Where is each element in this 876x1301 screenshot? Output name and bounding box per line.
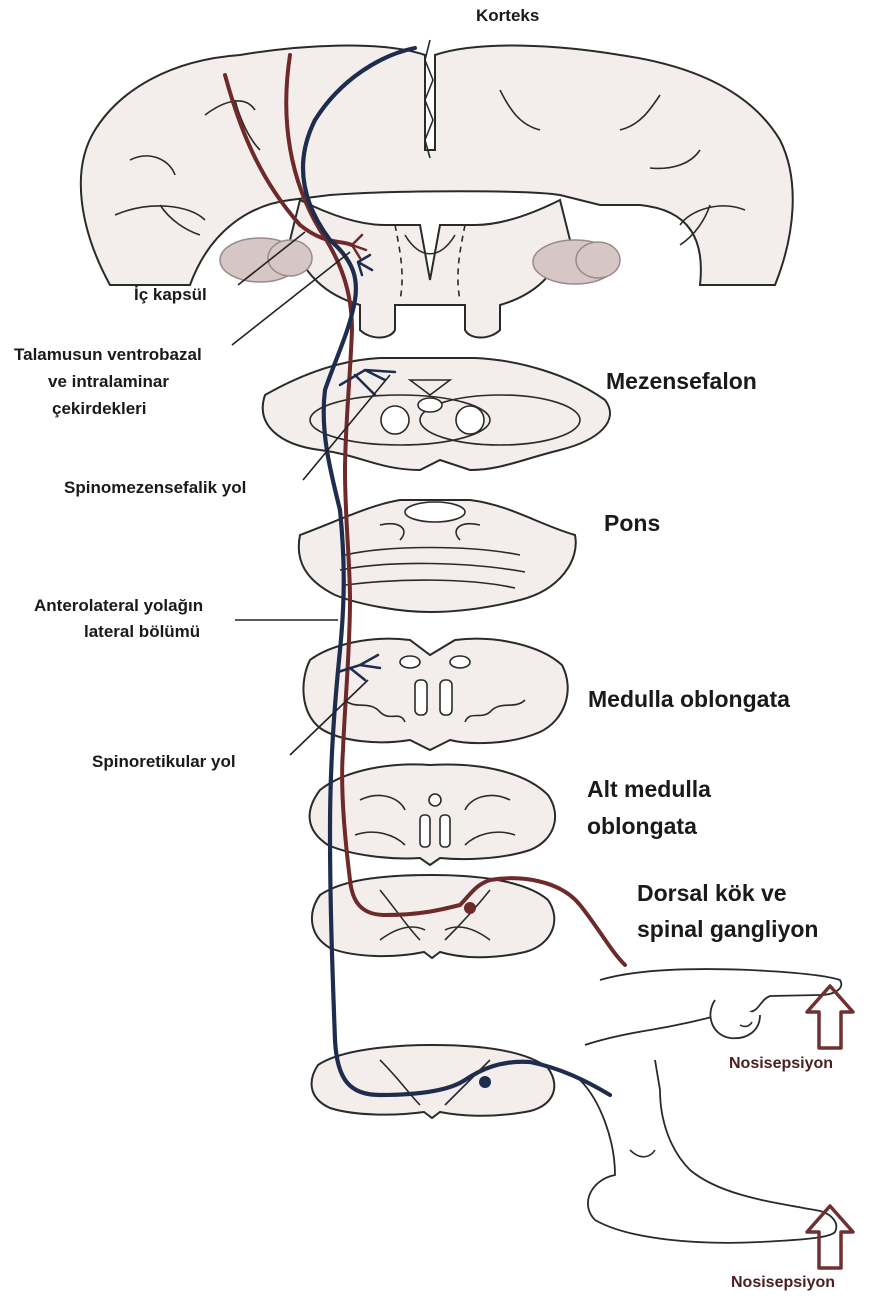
spinal-cord-upper-section [312,875,554,958]
label-anterolateral-1: Anterolateral yolağın [34,596,203,616]
label-mezensefalon: Mezensefalon [606,368,757,394]
label-talamus-1: Talamusun ventrobazal [14,345,202,365]
label-alt-medulla-1: Alt medulla [587,776,711,802]
mesencephalon-section [263,358,610,470]
label-spinoretikular: Spinoretikular yol [92,752,236,772]
label-dorsal-1: Dorsal kök ve [637,880,787,906]
label-anterolateral-2: lateral bölümü [84,622,200,642]
label-nosisepsiyon-hand: Nosisepsiyon [729,1055,833,1073]
foot-illustration [580,1060,836,1243]
label-medulla-oblongata: Medulla oblongata [588,686,790,712]
label-ic-kapsul: İç kapsül [134,285,207,305]
label-talamus-3: çekirdekleri [52,399,147,419]
label-korteks: Korteks [476,6,539,26]
label-pons: Pons [604,510,660,536]
label-nosisepsiyon-foot: Nosisepsiyon [731,1274,835,1292]
label-alt-medulla-2: oblongata [587,813,697,839]
label-dorsal-2: spinal gangliyon [637,916,818,942]
hand-illustration [585,969,841,1045]
label-spinomezensefalik: Spinomezensefalik yol [64,478,246,498]
label-talamus-2: ve intralaminar [48,372,169,392]
